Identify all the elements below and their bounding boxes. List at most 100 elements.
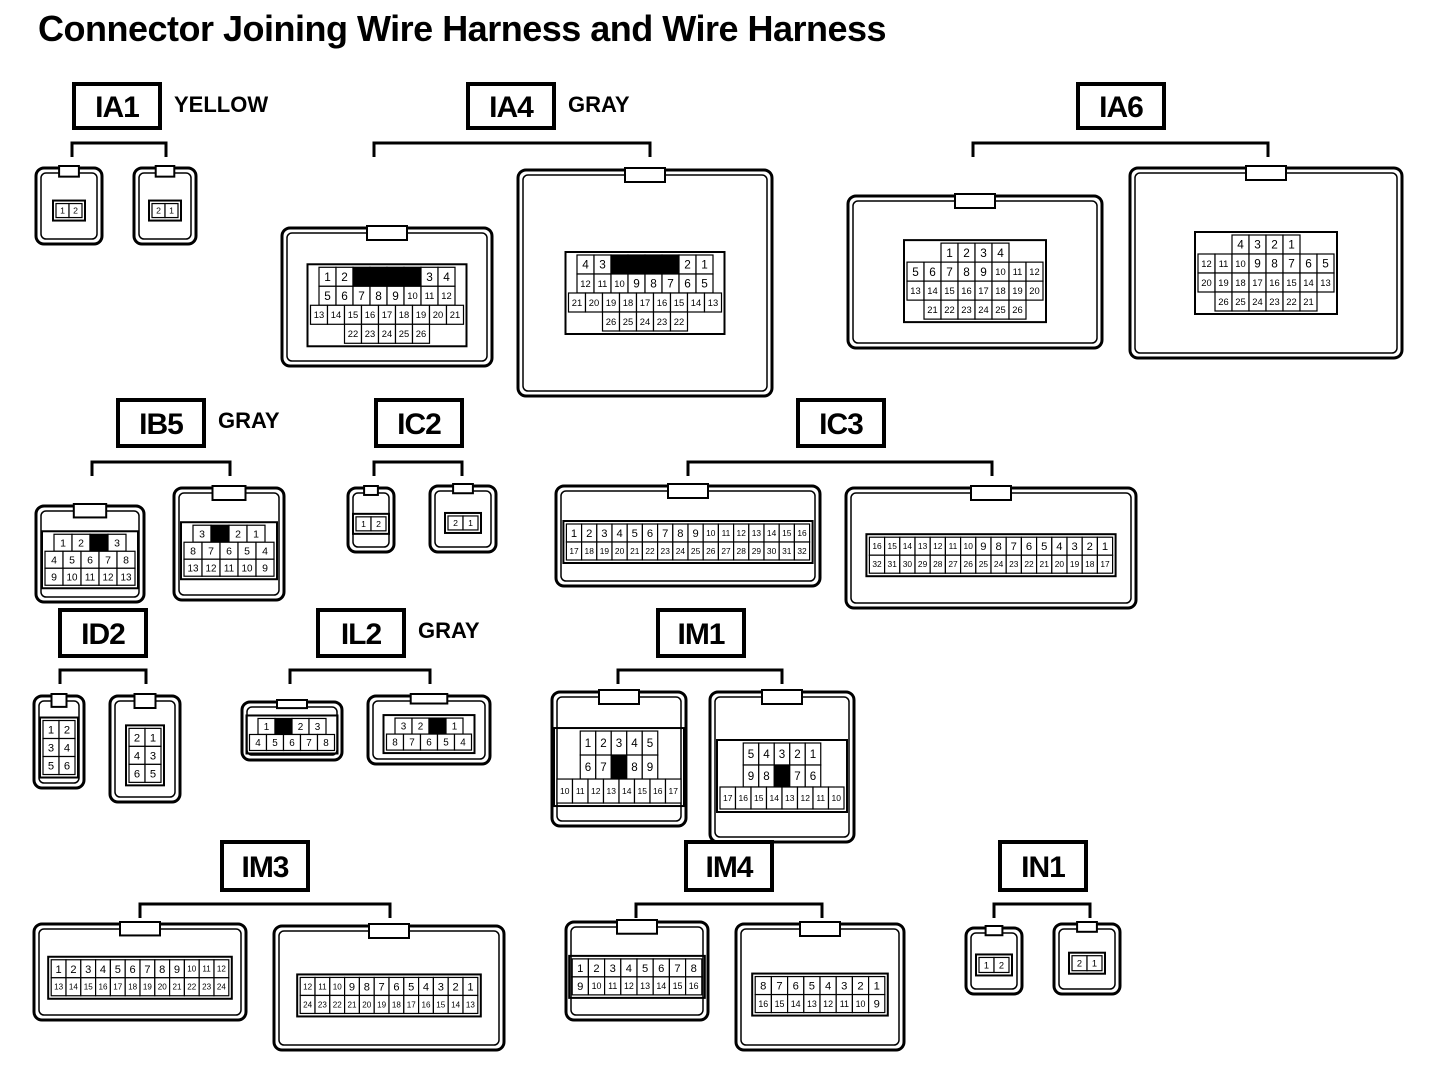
- connector-latch: [211, 485, 247, 501]
- pin-field-outline: [716, 739, 848, 813]
- pin-number: 18: [585, 546, 595, 556]
- pin-number: 25: [399, 328, 409, 339]
- connector-code-box: [656, 608, 746, 658]
- connector-color-label: GRAY: [418, 618, 480, 643]
- pin-field-outline: [553, 727, 685, 808]
- pin-number: 7: [776, 981, 782, 993]
- connector-code-label: IM1: [677, 618, 724, 651]
- view-bracket: [58, 668, 148, 684]
- pin-number: 9: [262, 563, 268, 575]
- pin-number: 10: [832, 793, 842, 803]
- pin-number: 5: [69, 555, 75, 567]
- pin-number: 15: [674, 297, 684, 308]
- pin-number: 4: [262, 546, 268, 558]
- pin-number: 17: [569, 546, 579, 556]
- pin-number: 15: [348, 309, 358, 320]
- pin-number: 15: [436, 1000, 446, 1009]
- pin-number: 13: [918, 541, 928, 551]
- pin-number: 26: [964, 559, 974, 569]
- pin-cell: [369, 266, 388, 287]
- pin-number: 15: [84, 983, 94, 992]
- pin-number: 1: [1102, 541, 1108, 553]
- view-bracket: [288, 668, 432, 684]
- pin-number: 13: [188, 563, 199, 574]
- pin-field-outline: [306, 263, 468, 348]
- pin-number: 6: [134, 768, 140, 780]
- pin-number: 14: [927, 285, 937, 296]
- pin-number: 5: [1041, 541, 1047, 553]
- connector-latch: [761, 689, 803, 705]
- pin-cell: [386, 266, 405, 287]
- view-bracket: [138, 902, 392, 918]
- pin-number: 1: [150, 732, 156, 744]
- pin-number: 5: [443, 738, 449, 749]
- pin-number: 3: [426, 270, 433, 284]
- pin-number: 2: [857, 981, 863, 993]
- pin-number: 18: [623, 297, 633, 308]
- pin-number: 3: [199, 529, 205, 541]
- pin-number: 24: [217, 983, 227, 992]
- pin-number: 7: [144, 964, 150, 976]
- pin-field-outline: [352, 512, 390, 535]
- connector-code-box: [796, 398, 886, 448]
- pin-field-outline: [568, 954, 706, 999]
- pin-number: 2: [999, 960, 1004, 970]
- pin-number: 21: [630, 546, 640, 556]
- pin-number: 11: [425, 290, 435, 301]
- pin-number: 25: [995, 304, 1005, 315]
- connector-code-label: IA6: [1099, 91, 1143, 124]
- connector-code-label: IC3: [819, 408, 863, 441]
- connector-latch: [1076, 921, 1098, 933]
- pin-cell: [255, 558, 275, 577]
- pin-number: 1: [253, 529, 259, 541]
- pin-cell: [1096, 554, 1114, 574]
- pin-number: 15: [638, 786, 648, 796]
- pin-cell: [89, 533, 109, 552]
- pin-number: 4: [582, 258, 589, 272]
- connector-latch: [970, 485, 1012, 501]
- pin-field-outline: [903, 239, 1047, 324]
- pin-number: 6: [341, 289, 348, 303]
- pin-number: 14: [656, 981, 666, 991]
- pin-number: 12: [441, 290, 451, 301]
- pin-number: 3: [438, 981, 444, 993]
- connector-code-box: [316, 608, 406, 658]
- pin-number: 5: [647, 737, 653, 750]
- pin-number: 20: [158, 983, 168, 992]
- pin-number: 2: [453, 518, 458, 528]
- pin-field-outline: [865, 533, 1117, 578]
- pin-number: 31: [888, 559, 898, 569]
- connector-latch: [50, 693, 68, 708]
- pin-number: 21: [450, 309, 460, 320]
- pin-number: 3: [601, 528, 607, 540]
- pin-number: 24: [994, 559, 1004, 569]
- connector-latch: [154, 165, 176, 178]
- connector-code-label: IC2: [397, 408, 441, 441]
- pin-number: 8: [650, 277, 657, 291]
- pin-number: 1: [264, 722, 270, 733]
- pin-number: 2: [453, 981, 459, 993]
- pin-number: 15: [1286, 277, 1296, 288]
- pin-number: 23: [657, 316, 667, 327]
- pin-number: 4: [997, 246, 1004, 260]
- pin-number: 13: [314, 309, 324, 320]
- pin-number: 16: [1269, 277, 1279, 288]
- pin-number: 15: [754, 793, 764, 803]
- pin-field-outline: [125, 724, 165, 787]
- pin-number: 11: [598, 278, 608, 289]
- pin-number: 1: [56, 964, 62, 976]
- pin-number: 7: [1288, 257, 1295, 271]
- pin-number: 6: [289, 738, 295, 749]
- pin-number: 9: [748, 770, 754, 783]
- pin-number: 12: [303, 982, 313, 991]
- pin-number: 3: [610, 963, 616, 975]
- pin-number: 14: [691, 297, 701, 308]
- pin-number: 25: [691, 546, 701, 556]
